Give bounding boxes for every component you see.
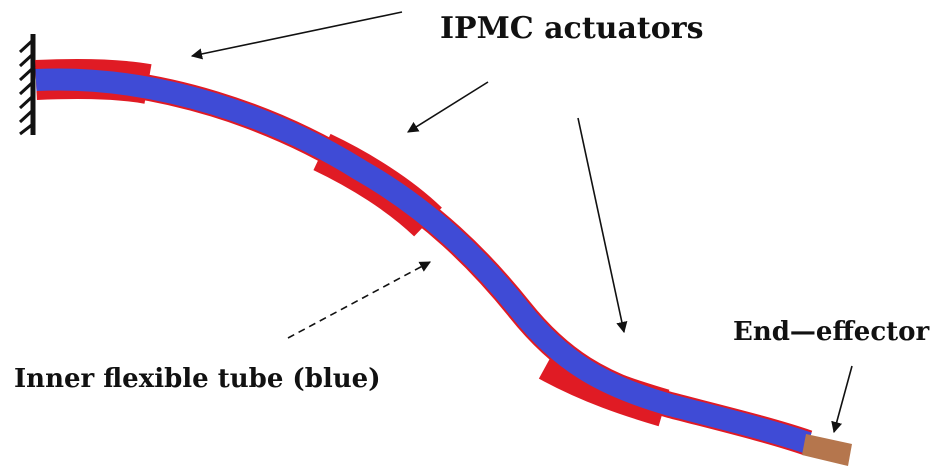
arrow-to-actuator-1: [190, 11, 403, 60]
label-inner-tube: Inner flexible tube (blue): [14, 364, 381, 394]
arrow-to-actuator-3: [577, 117, 628, 334]
annotation-arrows: [190, 11, 853, 434]
arrow-to-actuator-2: [407, 81, 489, 133]
label-end-effector: End—effector: [733, 317, 930, 347]
arrow-to-end-effector: [831, 365, 853, 434]
end-effector: [802, 434, 852, 466]
label-ipmc-actuators: IPMC actuators: [440, 11, 704, 46]
fixed-wall: [18, 34, 36, 136]
inner-flexible-tube: [35, 68, 812, 454]
arrow-to-tube: [287, 261, 431, 339]
